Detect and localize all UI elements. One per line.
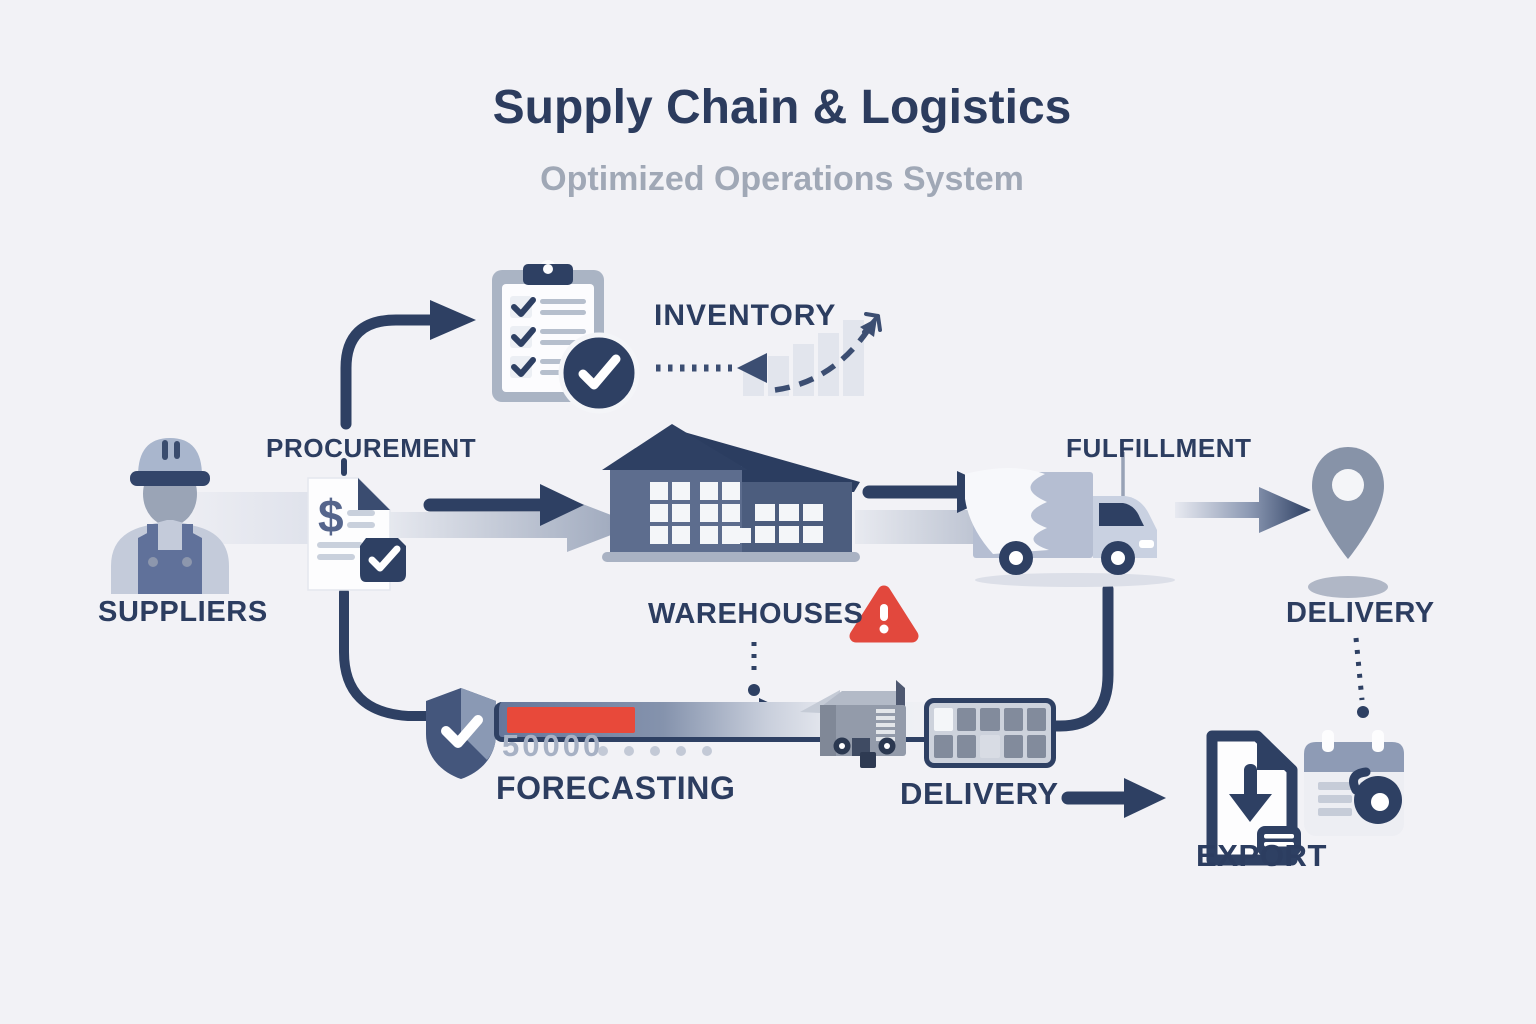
delivery-hub-label: DELIVERY [900,776,1059,811]
forecasting-label: FORECASTING [496,770,736,806]
export-document-icon [1206,730,1301,866]
dotted-connector-delivery [1353,637,1369,718]
connector-procurement-to-forecasting [339,588,433,721]
warehouses-label: WAREHOUSES [648,598,864,630]
arrow-procurement-to-warehouse [380,484,637,552]
connector-stub [341,458,347,476]
connector-truck-to-delivery-hub [1042,583,1114,732]
calendar-icon [1304,730,1404,836]
arrow-truck-to-delivery [1175,487,1311,533]
fulfillment-label: FULFILLMENT [1066,433,1252,463]
forecast-value: 50000 [502,728,604,763]
export-label: EXPORT [1196,838,1328,873]
conveyor-grid-icon [924,698,1056,768]
location-pin-icon [1308,447,1388,598]
truck-icon [965,452,1175,587]
sorting-machine-icon [800,680,906,768]
delivery-destination-label: DELIVERY [1286,597,1435,629]
warehouse-icon [602,424,860,562]
progress-fill [507,707,635,733]
warning-icon [849,585,919,643]
page-title: Supply Chain & Logistics [492,81,1072,134]
procurement-label: PROCUREMENT [266,433,477,463]
progress-dots [598,746,712,756]
suppliers-label: SUPPLIERS [98,596,268,628]
check-circle-icon [558,332,640,414]
page-subtitle: Optimized Operations System [540,160,1024,198]
shield-check-icon [426,688,496,779]
dotted-connector-warehouses [748,642,760,696]
inventory-label: INVENTORY [654,299,837,332]
arrow-delivery-to-export [1061,778,1166,818]
worker-icon [111,438,229,594]
procurement-document-icon: $ [307,477,406,591]
growth-chart-icon [656,312,882,396]
arrow-procurement-to-inventory [340,300,476,430]
dollar-glyph: $ [318,490,344,542]
